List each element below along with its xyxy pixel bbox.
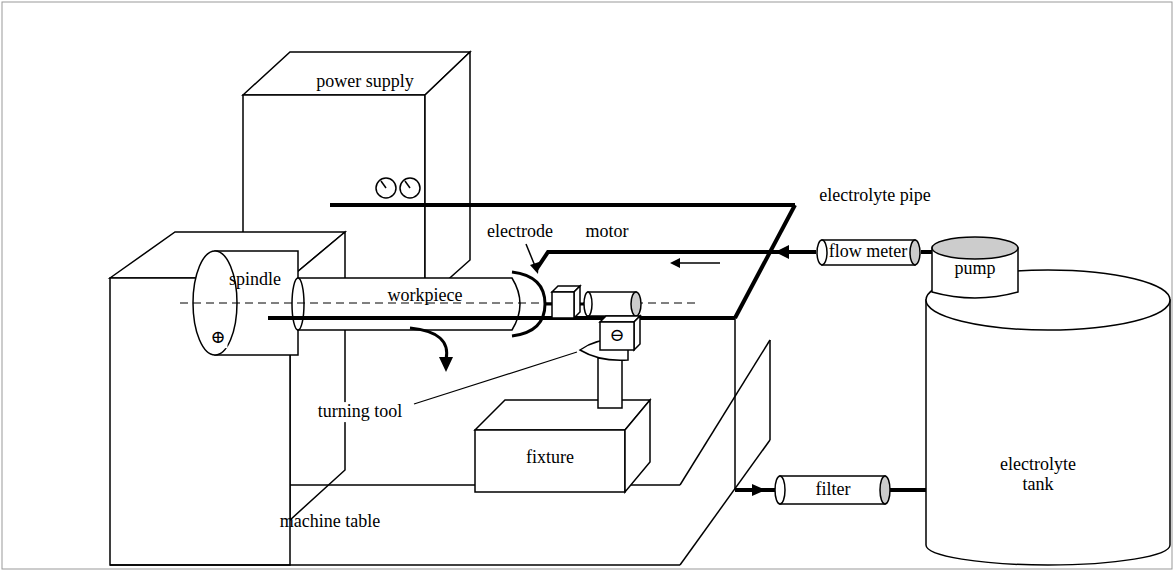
electrode-drawing	[512, 272, 545, 336]
motor-drawing	[588, 292, 636, 316]
enclosure-lines	[330, 203, 795, 207]
enclosure-lines	[268, 205, 795, 318]
node-text: power supply	[316, 72, 414, 92]
enclosure-lines	[735, 205, 795, 318]
filter-drawing	[735, 476, 890, 504]
node-text: spindle	[229, 270, 281, 290]
motor-drawing	[584, 292, 592, 316]
pipe-connector	[921, 250, 932, 254]
flow-meter-drawing	[817, 240, 827, 265]
flow-meter-cylinder: flow meter	[816, 240, 921, 265]
node-text: pump	[954, 259, 995, 279]
filter-drawing	[775, 476, 785, 504]
electrolyte-pipe	[530, 262, 539, 274]
table-lines	[769, 340, 771, 440]
electrode-drawing	[574, 286, 580, 318]
tank-cylinder: electrolyte tank	[926, 270, 1170, 565]
turning-tool-drawing	[598, 358, 622, 408]
motor-drawing	[600, 322, 634, 350]
fixture-block: fixture	[475, 400, 650, 492]
power-supply-drawing	[400, 178, 420, 198]
rotation-arrow	[410, 328, 447, 360]
power-supply-drawing	[425, 52, 470, 300]
pipe-connector	[890, 488, 926, 492]
part-label: electrolyte pipe	[817, 186, 932, 206]
pump-drawing	[932, 237, 1018, 298]
electrolyte-pipe	[670, 258, 680, 268]
part-label: electrode	[485, 222, 555, 242]
node-text: workpiece	[388, 286, 463, 306]
rotation-arrow	[439, 357, 453, 372]
power-supply-box: power supply	[243, 52, 470, 232]
electrolyte-pipe	[526, 244, 816, 274]
motor-drawing	[634, 316, 640, 350]
polarity-symbol: ⊖	[607, 326, 626, 346]
part-label: turning tool	[316, 402, 405, 422]
electrode-drawing	[552, 292, 574, 318]
fixture-drawing	[625, 400, 650, 492]
part-label: motor	[584, 222, 631, 242]
filter-drawing	[880, 476, 890, 504]
workpiece-drawing	[292, 278, 304, 330]
workpiece-drawing	[292, 278, 520, 330]
machine-table-block: machine table	[110, 490, 680, 565]
fixture-drawing	[475, 400, 650, 430]
tank-drawing	[926, 300, 1170, 565]
electrolyte-pipe	[536, 252, 816, 270]
node-text: filter	[816, 480, 851, 500]
workpiece-cylinder: workpiece	[298, 278, 520, 330]
electrode-drawing	[545, 303, 552, 306]
filter-cylinder: filter	[775, 476, 890, 504]
flow-meter-drawing	[822, 240, 915, 265]
table-lines	[110, 318, 770, 565]
pump-drawing	[932, 237, 1018, 259]
leader-line	[414, 352, 577, 404]
enclosure-lines	[268, 316, 735, 320]
node-text: electrolyte tank	[983, 455, 1093, 495]
electrolyte-pipe	[775, 245, 789, 259]
tank-drawing	[926, 270, 1170, 565]
node-text: flow meter	[829, 242, 907, 262]
electrode-drawing	[512, 272, 580, 336]
fixture-drawing	[475, 400, 650, 492]
pump-cylinder: pump	[932, 237, 1018, 295]
fixture-drawing	[475, 430, 625, 492]
node-text: fixture	[526, 448, 574, 468]
flow-meter-drawing	[817, 240, 920, 265]
electrolyte-pipe	[676, 262, 720, 264]
table-lines	[680, 340, 770, 485]
power-supply-drawing	[376, 178, 396, 198]
polarity-symbol: ⊕	[208, 328, 227, 348]
table-lines	[734, 318, 736, 490]
filter-drawing	[752, 484, 766, 496]
motor-drawing	[580, 292, 641, 350]
table-lines	[110, 564, 680, 566]
filter-drawing	[780, 476, 885, 504]
rotation-arrow	[410, 328, 453, 372]
motor-drawing	[631, 292, 641, 316]
table-lines	[680, 440, 770, 565]
electrolyte-pipe	[526, 244, 535, 266]
flow-meter-drawing	[910, 240, 920, 265]
node-text: machine table	[280, 512, 380, 532]
workpiece-drawing	[298, 278, 520, 330]
power-supply-drawing	[405, 181, 410, 188]
power-supply-drawing	[381, 181, 386, 188]
